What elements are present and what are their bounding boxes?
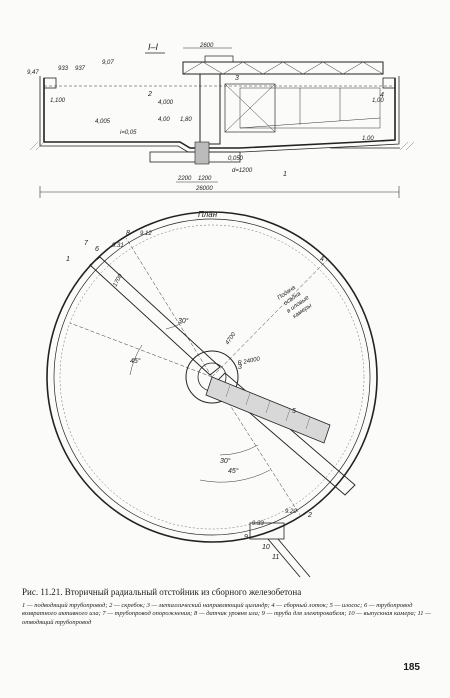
dim-bottom-span-2: 1200 (198, 176, 212, 182)
plan-mark-3: 9.33 (252, 521, 264, 527)
mark-low-2: 1,00 (362, 136, 374, 142)
dim-top-width: 2600 (199, 43, 214, 49)
dim-overall: 26000 (195, 186, 213, 192)
mark-left-3: 937 (75, 66, 86, 72)
mark-mid-3: 1,80 (180, 117, 192, 123)
plan-label-8: 8 (126, 230, 130, 237)
plan-label-4: 4 (320, 256, 324, 263)
plan-mark-4: 9.20 (285, 509, 297, 515)
figure-caption: Рис. 11.21. Вторичный радиальный отстойн… (22, 587, 302, 597)
dim-pipe: d=1200 (232, 168, 253, 174)
plan-label-10: 10 (262, 544, 270, 551)
radius-label-inner: 4700 (225, 331, 238, 346)
mark-slope: i=0,05 (120, 130, 137, 136)
beam-dimension: 1700 (112, 273, 124, 288)
section-label-4: 4 (380, 92, 384, 99)
angle-label-4: 45° (228, 467, 239, 475)
plan-label-5: 5 (292, 408, 296, 415)
angle-label-2: 45° (130, 357, 141, 365)
figure-legend: 1 — подводящий трубопровод; 2 — скребок;… (22, 602, 431, 626)
plan-drawing: План (46, 210, 378, 578)
mark-left-depth: 1,100 (50, 98, 66, 104)
plan-label-1: 1 (66, 256, 70, 263)
plan-label-9: 9 (244, 534, 248, 541)
angle-label-3: 30° (220, 457, 231, 465)
angle-label-1: 30° (178, 317, 189, 325)
mark-mid-1: 4,000 (158, 100, 174, 106)
section-label-3: 3 (235, 75, 239, 82)
plan-title: План (198, 210, 218, 219)
plan-mark-1: 9.12 (140, 231, 152, 237)
plan-label-2: 2 (307, 512, 312, 519)
page-number: 185 (403, 662, 420, 673)
dim-bottom-span-1: 2200 (177, 176, 192, 182)
plan-label-6: 6 (95, 246, 99, 253)
radius-label-main: R 24000 (237, 356, 261, 367)
mark-mid-2: 4,00 (158, 117, 170, 123)
mark-low-1: 0,050 (228, 156, 244, 162)
section-label-1: 1 (283, 171, 287, 178)
section-drawing: I–I 2600 (27, 42, 415, 198)
mark-left-4: 9,07 (102, 60, 114, 66)
mark-bottom: 4,005 (95, 119, 111, 125)
section-title: I–I (148, 42, 159, 52)
mark-left-2: 933 (58, 66, 69, 72)
plan-label-3: 3 (238, 364, 242, 371)
mark-left-1: 9,47 (27, 70, 39, 76)
section-label-2: 2 (147, 91, 152, 98)
plan-mark-2: 9.31 (112, 243, 124, 249)
plan-label-11: 11 (272, 554, 279, 561)
plan-label-7: 7 (84, 240, 89, 247)
mark-right-depth: 1,00 (372, 98, 384, 104)
